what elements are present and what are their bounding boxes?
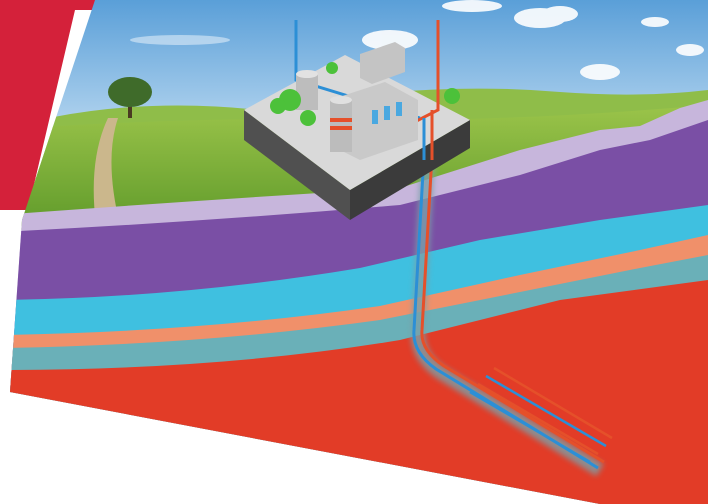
cooling-tower-icon <box>296 70 318 110</box>
power-plant-icon <box>244 20 470 220</box>
plant-block-left <box>244 110 350 220</box>
plant-block-right <box>350 120 470 220</box>
red-banner <box>0 0 410 210</box>
dirt-path <box>93 118 120 225</box>
geothermal-well-icon <box>410 154 613 476</box>
tree-icon <box>270 62 460 126</box>
tree-icon <box>108 77 152 118</box>
clouds <box>130 0 704 80</box>
